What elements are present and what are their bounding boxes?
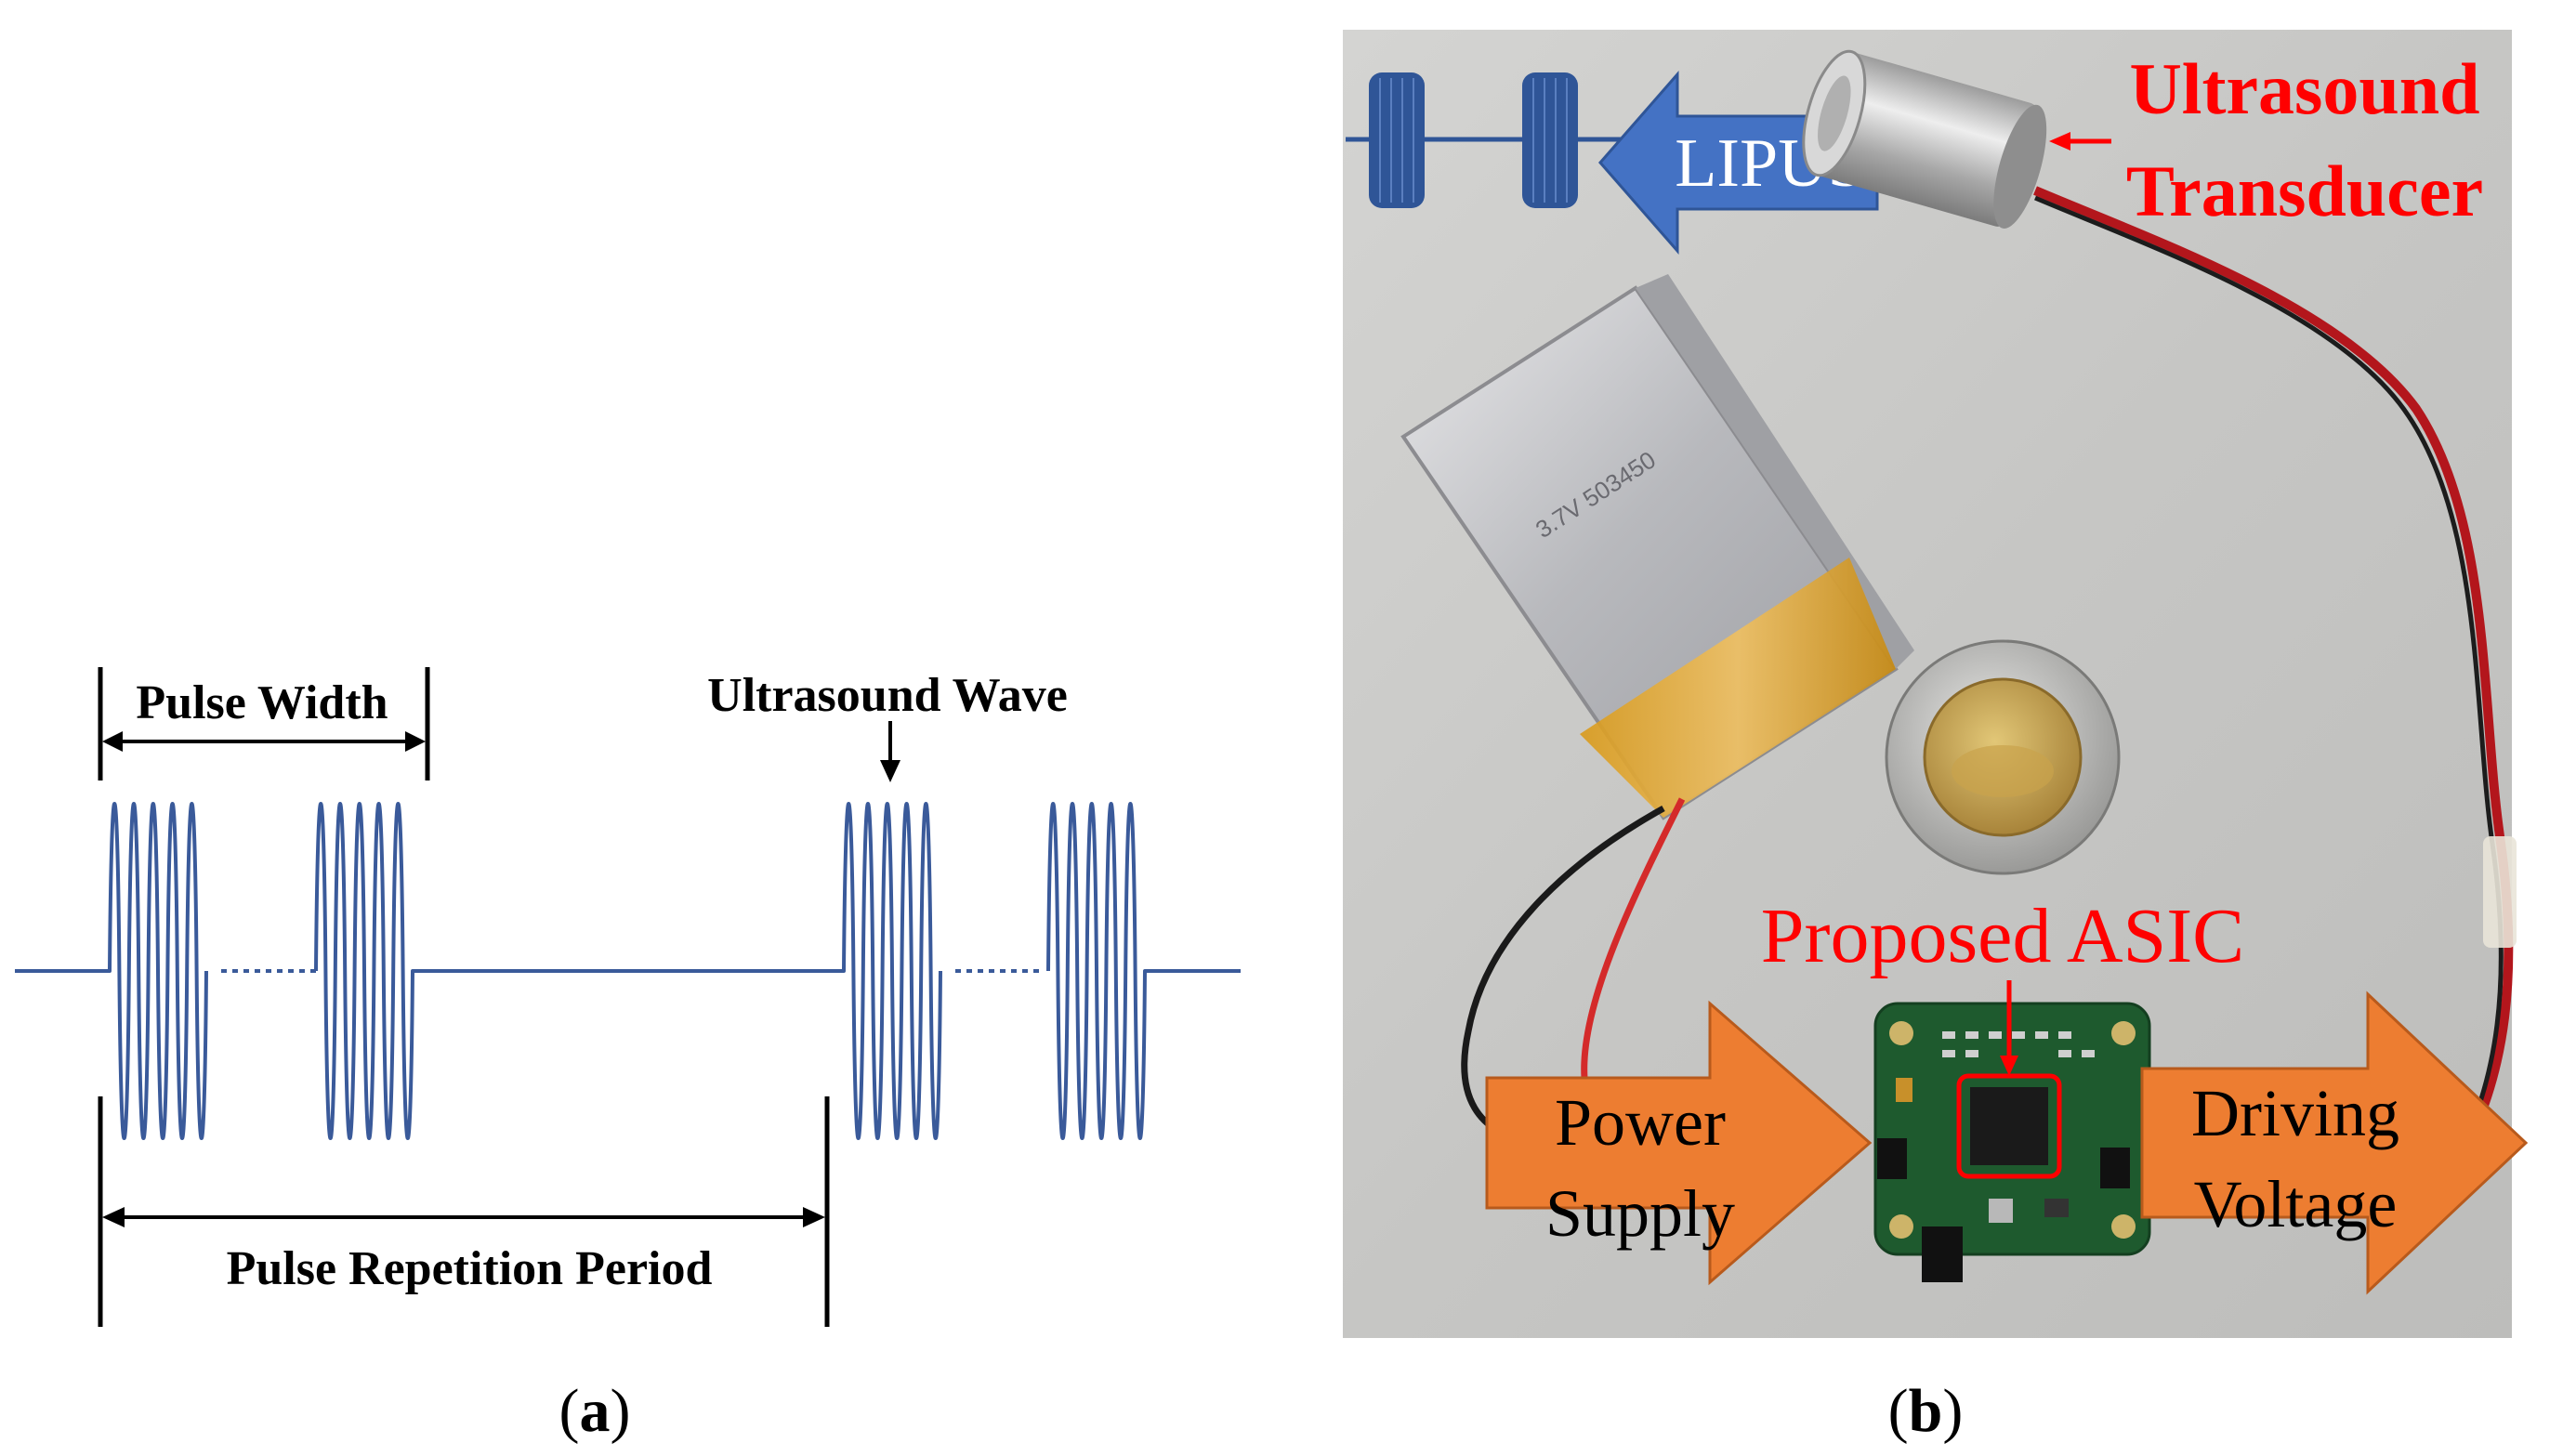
pulse-width-arrow-head-left bbox=[102, 731, 123, 752]
gap-dot bbox=[255, 969, 260, 973]
ultrasound-transducer-label-line1: Ultrasound bbox=[2129, 48, 2479, 129]
caption-b: (b) bbox=[1888, 1377, 1964, 1445]
lipus-pulse-icon bbox=[1346, 72, 1622, 208]
proposed-asic-label: Proposed ASIC bbox=[1761, 893, 2244, 979]
power-supply-label-line2: Supply bbox=[1545, 1176, 1735, 1251]
gap-dot bbox=[1022, 969, 1028, 973]
gap-dot bbox=[243, 969, 249, 973]
caption-a: (a) bbox=[559, 1377, 631, 1445]
two-dollar-coin bbox=[1885, 639, 2121, 875]
battery-wire-black bbox=[1461, 805, 1665, 1147]
asic-pcb-board bbox=[1873, 1002, 2151, 1282]
ultrasound-wave-arrow-head bbox=[880, 760, 900, 782]
gap-dot bbox=[1011, 969, 1017, 973]
lipo-battery: 3.7V 503450 bbox=[1400, 274, 1914, 820]
panel-b-device-photo: LIPUS Ultrasound Transducer 3.7V 503450 bbox=[1343, 30, 2529, 1445]
gap-dot bbox=[966, 969, 972, 973]
pulsed-ultrasound-waveform bbox=[15, 802, 1241, 1140]
gap-dot bbox=[1033, 969, 1039, 973]
panel-a-waveform-diagram: Pulse Width Ultrasound Wave Pulse Repeti… bbox=[15, 667, 1241, 1445]
prp-arrow-head-left bbox=[102, 1207, 125, 1227]
gap-dots bbox=[221, 969, 1039, 973]
transducer-pointer-head bbox=[2049, 132, 2070, 151]
prp-arrow-head-right bbox=[803, 1207, 825, 1227]
pulse-width-arrow-head-right bbox=[405, 731, 426, 752]
gap-dot bbox=[955, 969, 961, 973]
gap-dot bbox=[310, 969, 316, 973]
ultrasound-transducer-label-line2: Transducer bbox=[2126, 151, 2483, 231]
gap-dot bbox=[221, 969, 227, 973]
gap-dot bbox=[978, 969, 983, 973]
power-supply-arrow bbox=[1485, 1000, 1873, 1286]
driving-voltage-arrow bbox=[2140, 990, 2529, 1295]
asic-pointer-head bbox=[2000, 1056, 2018, 1076]
pulse-repetition-period-label: Pulse Repetition Period bbox=[227, 1242, 713, 1295]
gap-dot bbox=[277, 969, 283, 973]
driving-voltage-label-line2: Voltage bbox=[2194, 1167, 2398, 1241]
gap-dot bbox=[266, 969, 271, 973]
ultrasound-transducer-device bbox=[1802, 49, 2047, 229]
power-supply-label-line1: Power bbox=[1555, 1085, 1726, 1160]
gap-dot bbox=[299, 969, 305, 973]
gap-dot bbox=[232, 969, 238, 973]
gap-dot bbox=[288, 969, 294, 973]
driving-voltage-label-line1: Driving bbox=[2191, 1076, 2399, 1150]
ultrasound-wave-label: Ultrasound Wave bbox=[707, 669, 1068, 722]
heat-shrink-sleeve bbox=[2483, 836, 2517, 948]
gap-dot bbox=[1000, 969, 1005, 973]
pulse-width-label: Pulse Width bbox=[136, 676, 388, 729]
gap-dot bbox=[989, 969, 994, 973]
